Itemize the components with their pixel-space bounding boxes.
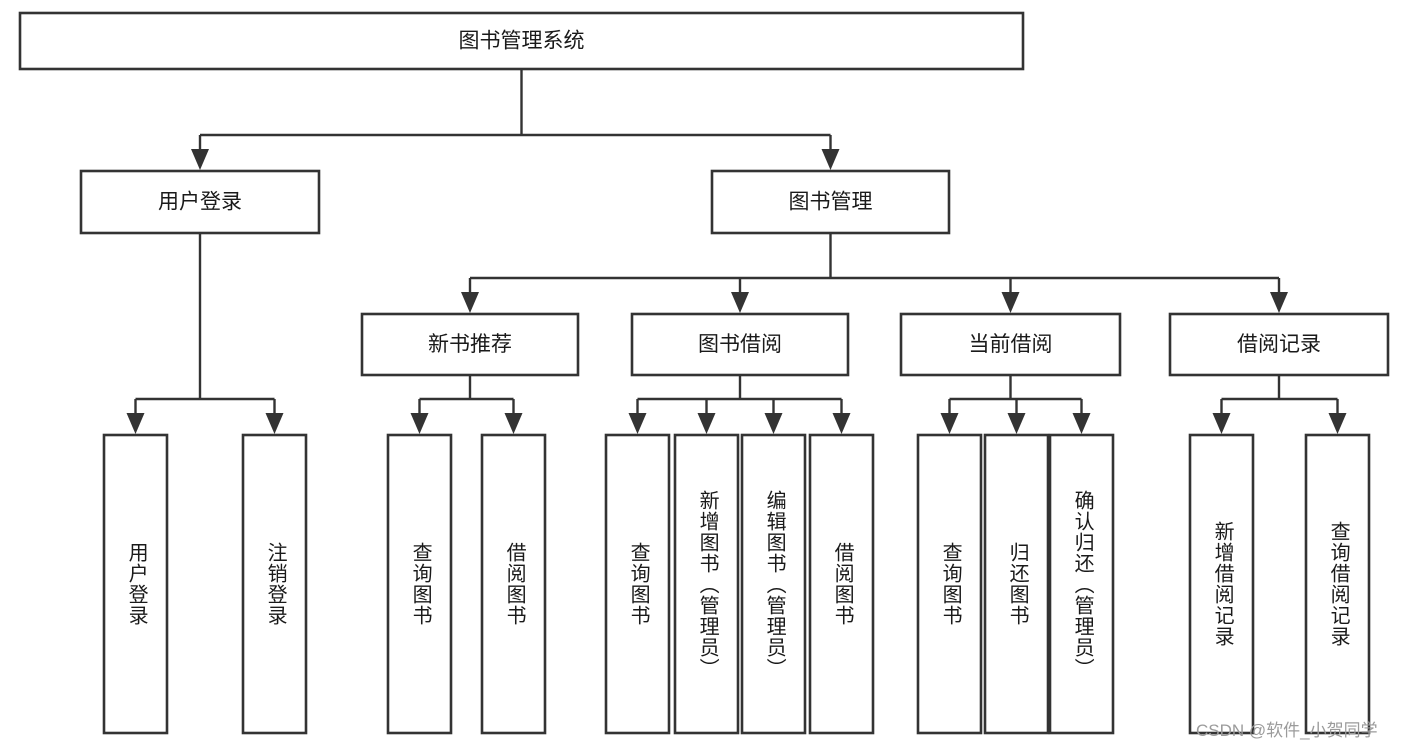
node-box-leaf-query-book-1[interactable] xyxy=(386,433,453,735)
node-box-layer xyxy=(18,11,1390,735)
arrow-head-icon xyxy=(821,149,840,170)
arrow-head-icon xyxy=(1270,292,1288,313)
arrow-head-icon xyxy=(764,413,783,434)
arrow-head-icon xyxy=(628,413,647,434)
node-label-borrow: 图书借阅 xyxy=(698,333,782,356)
node-box-leaf-confirm-return[interactable] xyxy=(1048,433,1115,735)
node-box-leaf-user-login[interactable] xyxy=(102,433,169,735)
node-box-current[interactable] xyxy=(899,312,1122,377)
node-box-leaf-edit-book[interactable] xyxy=(740,433,807,735)
arrow-head-icon xyxy=(1072,413,1091,434)
arrow-head-icon xyxy=(1007,413,1026,434)
node-box-leaf-query-record[interactable] xyxy=(1304,433,1371,735)
node-box-root[interactable] xyxy=(18,11,1025,71)
node-box-leaf-query-book-2[interactable] xyxy=(604,433,671,735)
node-box-records[interactable] xyxy=(1168,312,1390,377)
connector-layer xyxy=(126,69,1347,434)
node-box-leaf-borrow-book-1[interactable] xyxy=(480,433,547,735)
arrow-head-icon xyxy=(126,413,145,434)
node-box-leaf-query-book-3[interactable] xyxy=(916,433,983,735)
arrow-head-icon xyxy=(461,292,479,313)
node-box-newbook[interactable] xyxy=(360,312,580,377)
csdn-watermark: CSDN @软件_小贺同学 xyxy=(1196,721,1378,740)
arrow-head-icon xyxy=(265,413,284,434)
node-label-bookmgmt: 图书管理 xyxy=(789,191,873,214)
node-label-records: 借阅记录 xyxy=(1237,333,1321,356)
node-box-login[interactable] xyxy=(79,169,321,235)
arrow-head-icon xyxy=(1212,413,1231,434)
node-box-leaf-borrow-book-2[interactable] xyxy=(808,433,875,735)
arrow-head-icon xyxy=(697,413,716,434)
arrow-head-icon xyxy=(1328,413,1347,434)
arrow-head-icon xyxy=(832,413,851,434)
node-box-borrow[interactable] xyxy=(630,312,850,377)
arrow-head-icon xyxy=(504,413,523,434)
arrow-head-icon xyxy=(1001,292,1020,313)
node-box-leaf-add-record[interactable] xyxy=(1188,433,1255,735)
node-box-leaf-user-logout[interactable] xyxy=(241,433,308,735)
node-box-bookmgmt[interactable] xyxy=(710,169,951,235)
node-label-root: 图书管理系统 xyxy=(459,30,585,53)
arrow-head-icon xyxy=(410,413,429,434)
node-label-newbook: 新书推荐 xyxy=(428,333,512,356)
node-label-current: 当前借阅 xyxy=(969,333,1053,356)
arrow-head-icon xyxy=(731,292,749,313)
node-label-login: 用户登录 xyxy=(158,191,242,214)
arrow-head-icon xyxy=(191,149,209,170)
node-box-leaf-add-book[interactable] xyxy=(673,433,740,735)
node-box-leaf-return-book[interactable] xyxy=(983,433,1050,735)
arrow-head-icon xyxy=(940,413,959,434)
